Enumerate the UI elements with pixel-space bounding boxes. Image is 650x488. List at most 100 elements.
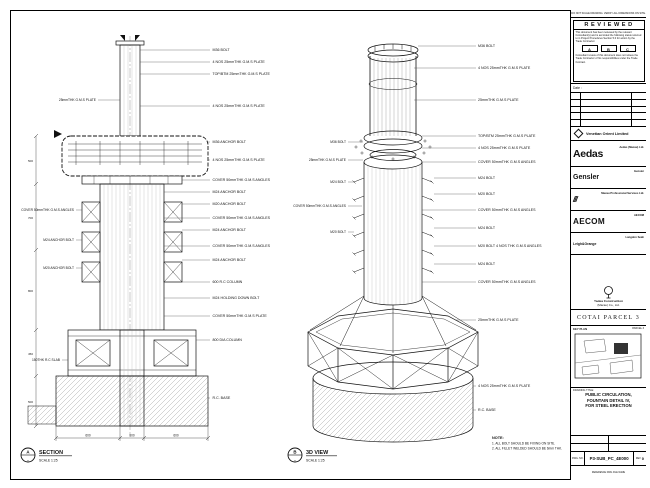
key-plan-drawing xyxy=(574,333,641,379)
reviewed-paragraph: Consultant review of this document does … xyxy=(575,54,639,64)
flag-icon xyxy=(135,35,140,41)
section-annotations-right: M36 BOLT 4 NOS 25mmTHK G.M.S PLATE TOP/B… xyxy=(140,48,271,400)
annotation-label: 25mmTHK G.M.S PLATE xyxy=(59,98,97,102)
annotation-label: M36 BOLT xyxy=(478,44,496,48)
annotation-label: M24 HOLDING DOWN BOLT xyxy=(213,296,261,300)
annotation-label: COVER 50mmTHK G.M.S ANGLES xyxy=(478,160,536,164)
company-row-client: Venetian Orient Limited xyxy=(571,127,646,141)
annotation-label: COVER 50mmTHK G.M.S ANGLES xyxy=(21,208,75,212)
bubble-ref: - xyxy=(294,458,296,463)
view-title: SECTION xyxy=(39,450,63,456)
reviewed-stamp: R E V I E W E D This document has been r… xyxy=(571,18,646,84)
annotation-label: 4 NOS 25mmTHK G.M.S PLATE xyxy=(478,146,531,150)
iso-title-bubble: B - 3D VIEW SCALE 1:25 xyxy=(287,447,337,463)
annotation-label: 150THK R.C SLAB xyxy=(32,358,61,362)
dimension-label: 600 xyxy=(85,434,91,438)
annotation-label: 4 NOS 25mmTHK G.M.S PLATE xyxy=(213,104,266,108)
company-row-architect: Aedas Aedas (Macau) Ltd. ARCHITECT xyxy=(571,141,646,167)
aedas-logo: Aedas xyxy=(573,147,604,160)
dimension-label: 800 xyxy=(28,289,33,293)
company-name: Venetian Orient Limited xyxy=(586,131,629,136)
title-block: DO NOT SCALE DRAWING. VERIFY ALL DIMENSI… xyxy=(570,10,646,480)
dimension-label: 600 xyxy=(173,434,179,438)
annotation-label: R.C. BASE xyxy=(213,396,231,400)
annotation-label: M20 ANCHOR BOLT xyxy=(43,266,74,270)
bubble-letter: A xyxy=(26,450,30,455)
drawing-title-label: DRAWING TITLE: xyxy=(573,389,594,392)
section-title-bubble: A - SECTION SCALE 1:25 xyxy=(20,447,72,463)
company-row-services: /// Macau Professional Services Ltd. M&E… xyxy=(571,189,646,211)
drawing-title-line: FOUNTAIN DETAIL IV, xyxy=(586,397,631,403)
annotation-label: M24 BOLT xyxy=(478,262,496,266)
annotation-label: M20 BOLT xyxy=(478,192,496,196)
contractor-name: Yadea Construction xyxy=(593,299,624,303)
slashes-logo: /// xyxy=(573,195,578,204)
annotation-label: TOP/BTM 25mmTHK G.M.S PLATE xyxy=(213,72,271,76)
reviewed-title: R E V I E W E D xyxy=(573,21,644,30)
notes-title: NOTE: xyxy=(492,436,504,440)
annotation-label: R.C. BASE xyxy=(478,408,496,412)
annotation-label: 4 NOS 25mmTHK G.M.S PLATE xyxy=(478,384,531,388)
annotation-label: M24 ANCHOR BOLT xyxy=(213,258,247,262)
project-name: COTAI PARCEL 3 xyxy=(571,310,646,326)
dimension-label: 500 xyxy=(28,400,33,404)
bubble-ref: - xyxy=(27,458,29,463)
annotation-label: COVER 50mmTHK G.M.S ANGLES xyxy=(213,244,271,248)
drawing-area: 600 800 600 500 700 800 450 500 M36 BOLT… xyxy=(20,35,562,463)
iso-view xyxy=(307,43,479,443)
key-plan-box: KEY PLAN PARCEL 3 xyxy=(571,326,646,388)
gensler-logo: Gensler xyxy=(573,174,600,181)
annotation-label: M24 ANCHOR BOLT xyxy=(213,190,247,194)
drawing-title-box: DRAWING TITLE: PUBLIC CIRCULATION, FOUNT… xyxy=(571,388,646,436)
section-view xyxy=(27,35,209,434)
aecom-logo: AECOM xyxy=(573,217,605,226)
annotation-label: M24 ANCHOR BOLT xyxy=(213,228,247,232)
flag-icon xyxy=(120,35,125,41)
company-name: Langdon Seah xyxy=(625,236,644,240)
drawing-number-row: DWG. NO. P3-SUB_PC_4E000 REV 0 xyxy=(571,452,646,466)
view-title: 3D VIEW xyxy=(306,450,329,456)
annotation-label: M24 BOLT xyxy=(330,180,346,184)
annotation-label: COVER 50mmTHK G.M.S ANGLES xyxy=(478,208,536,212)
no-scale-note: DO NOT SCALE DRAWING. VERIFY ALL DIMENSI… xyxy=(571,10,646,18)
company-name: AECOM xyxy=(633,214,644,218)
company-row-structural: AECOM AECOM STRUCTURAL ENGINEER xyxy=(571,211,646,233)
reference-strip: REFERENCE DWG FILE NAME xyxy=(571,466,646,480)
annotation-label: 25mmTHK G.M.S PLATE xyxy=(478,318,519,322)
annotation-label: COVER 50mmTHK G.M.S PLATE xyxy=(213,314,268,318)
dimension-label: 450 xyxy=(28,352,33,356)
dwg-no-label: DWG. NO. xyxy=(571,452,586,465)
reviewed-paragraph: This document has been reviewed by the r… xyxy=(575,30,642,44)
annotation-label: TOP/BTM 25mmTHK G.M.S PLATE xyxy=(478,134,536,138)
date-row: Date : xyxy=(571,84,646,93)
annotation-label: M20 BOLT xyxy=(330,230,346,234)
annotation-label: M36 BOLT xyxy=(330,140,346,144)
company-name: Gensler xyxy=(633,170,644,174)
annotation-label: 4 NOS 25mmTHK G.M.S PLATE xyxy=(478,66,531,70)
dimension-label: 800 xyxy=(129,434,135,438)
tree-icon xyxy=(604,286,613,299)
annotation-label: 600 R.C COLUMN xyxy=(213,280,243,284)
rev-value: 0 xyxy=(641,456,644,461)
contractor-box: Yadea Construction (Macau) Co., Ltd. xyxy=(571,255,646,310)
annotation-label: COVER 50mmTHK G.M.S ANGLES xyxy=(213,178,271,182)
key-plan-sub: PARCEL 3 xyxy=(632,327,644,330)
drawing-title-line: PUBLIC CIRCULATION, xyxy=(585,392,632,397)
company-name: Aedas (Macau) Ltd. xyxy=(619,146,644,150)
contractor-name-2: (Macau) Co., Ltd. xyxy=(597,303,620,307)
annotation-label: 25mmTHK G.M.S PLATE xyxy=(309,158,347,162)
dimension-label: 700 xyxy=(28,216,33,220)
annotation-label: 4 NOS 25mmTHK G.M.S PLATE xyxy=(213,60,266,64)
annotation-label: COVER 50mmTHK G.M.S ANGLES xyxy=(213,216,271,220)
view-scale: SCALE 1:25 xyxy=(306,459,325,463)
annotation-label: COVER 50mmTHK G.M.S ANGLES xyxy=(293,204,347,208)
dwg-no-value: P3-SUB_PC_4E000 xyxy=(589,456,629,461)
iso-annotations-right: M36 BOLT 4 NOS 25mmTHK G.M.S PLATE 25mmT… xyxy=(414,44,542,412)
section-dimensions xyxy=(33,133,211,441)
status-box-c: C xyxy=(619,45,636,53)
status-box-b: B xyxy=(600,45,617,53)
annotation-label: 800 DIA COLUMN xyxy=(213,338,243,342)
revision-table xyxy=(571,93,646,127)
key-plan-label: KEY PLAN xyxy=(573,327,588,331)
